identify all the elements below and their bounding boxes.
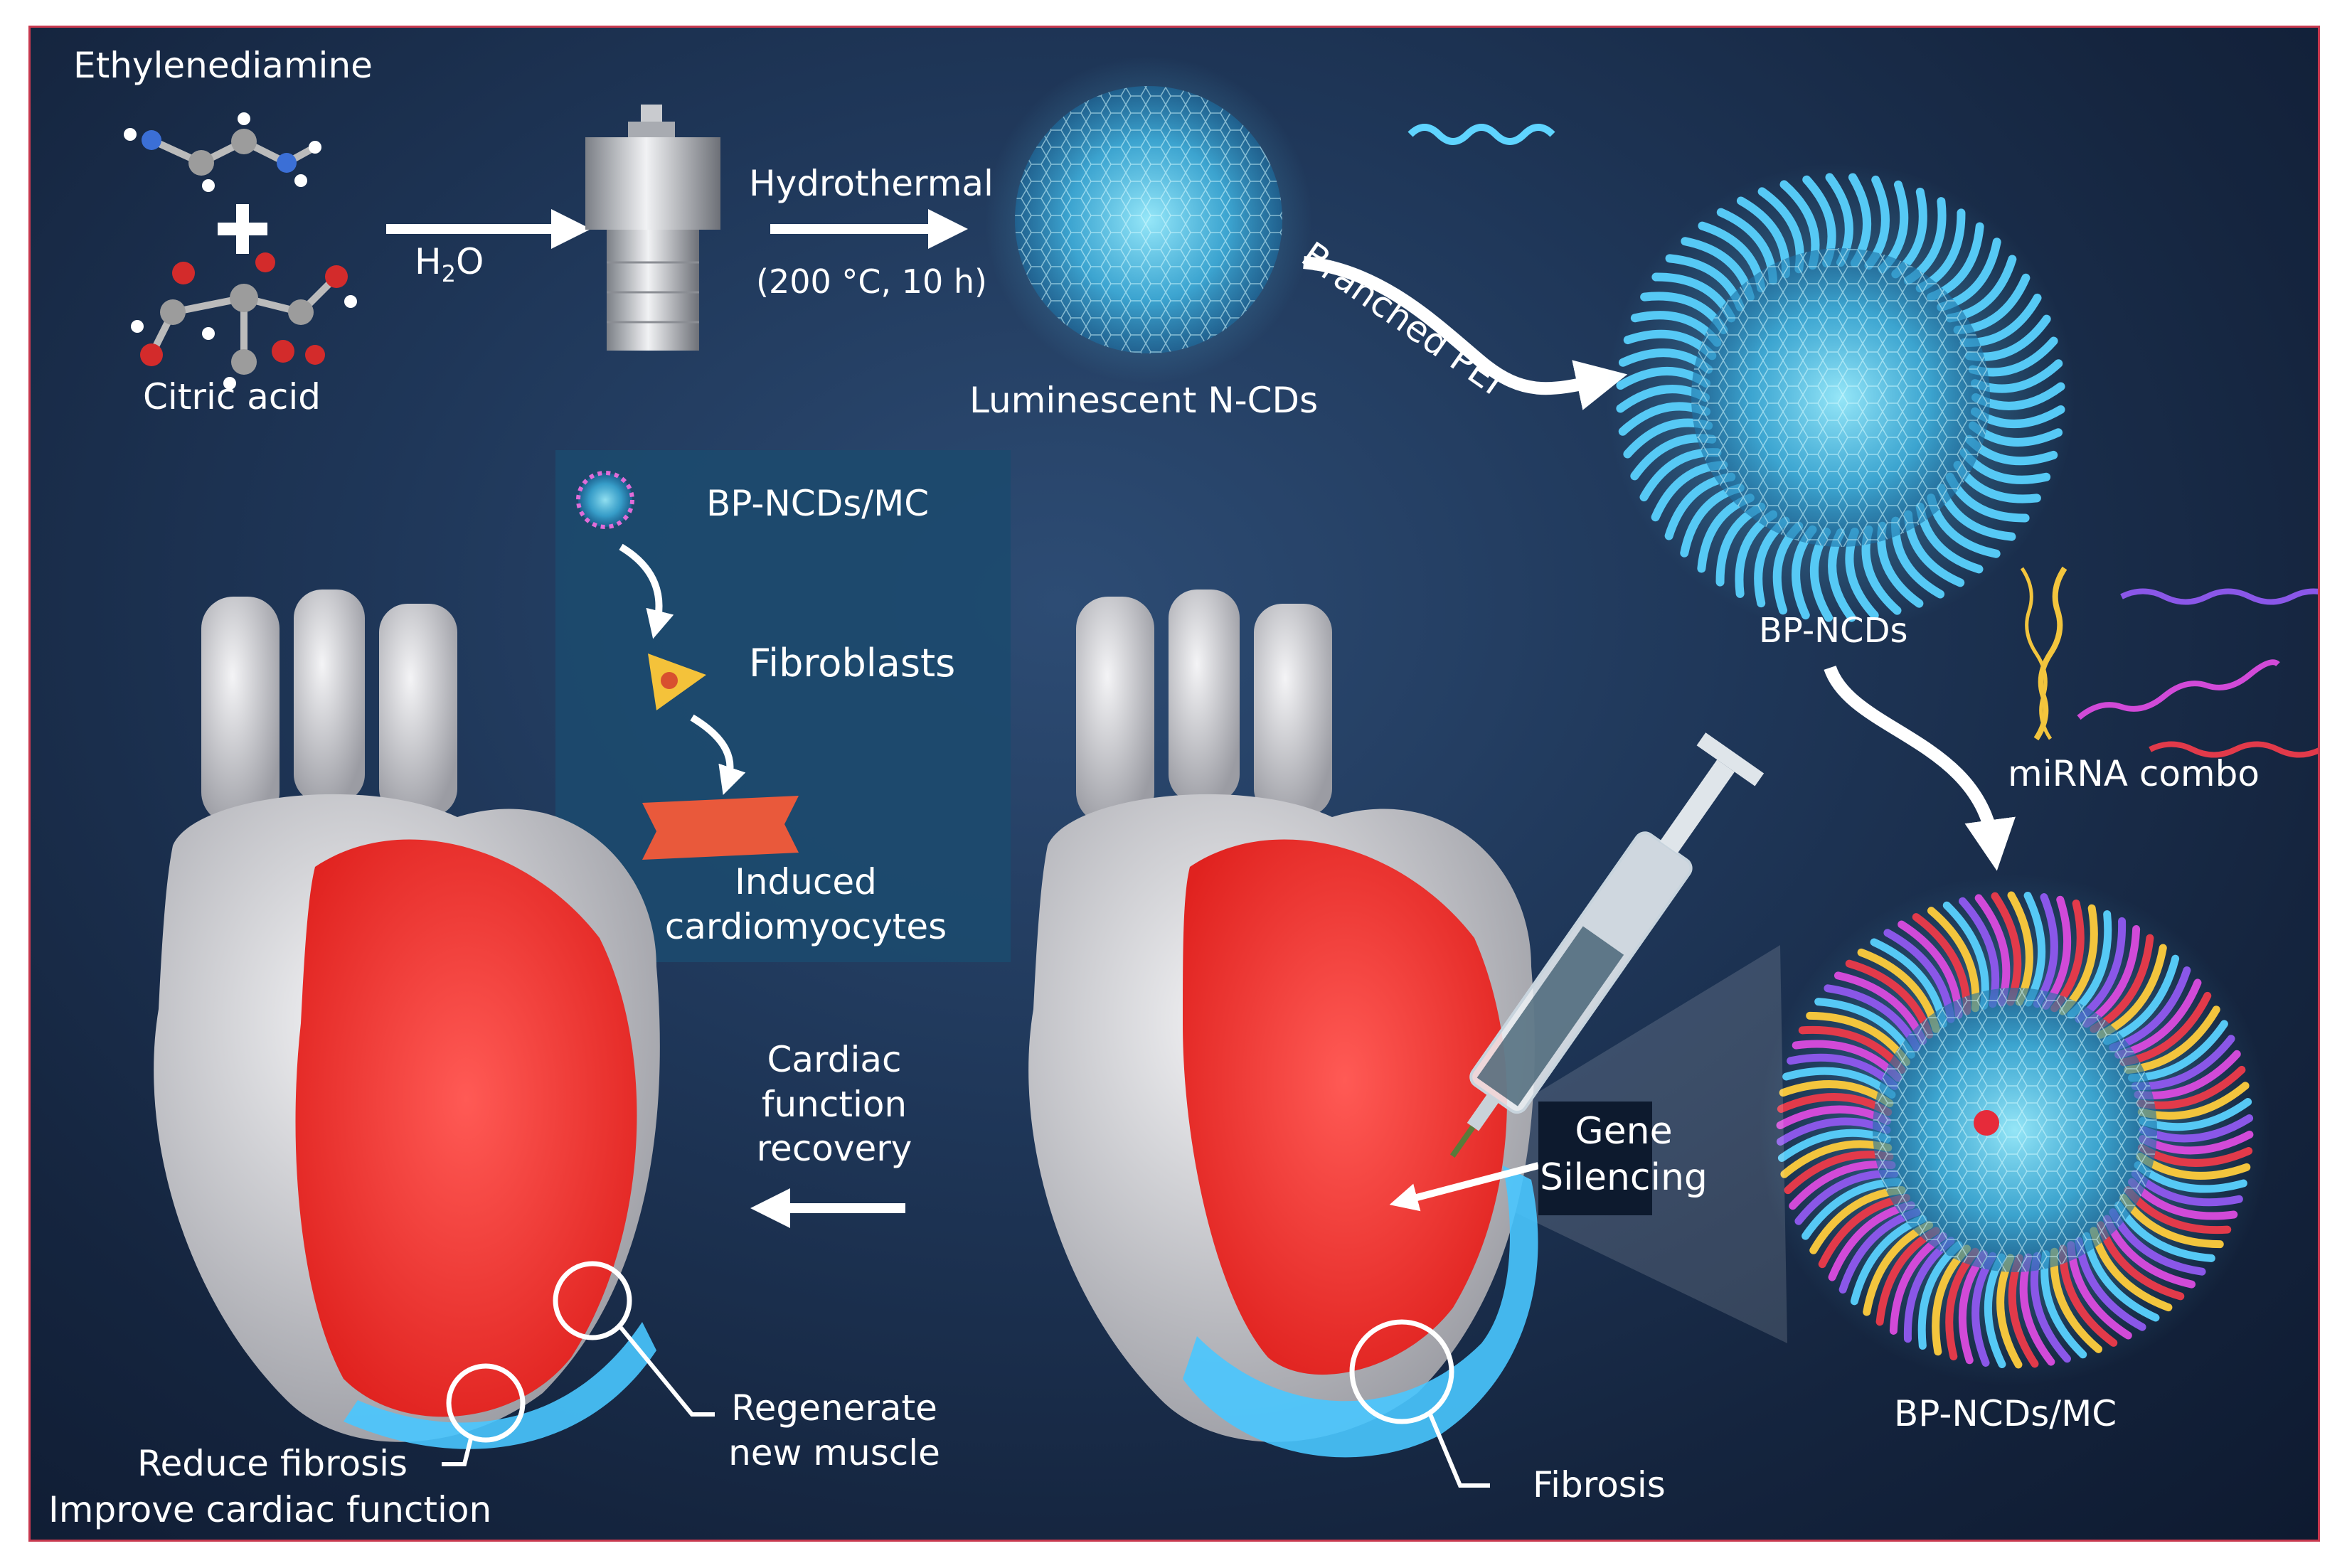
fibroblasts-label: Fibroblasts <box>749 641 956 686</box>
ethylenediamine-label: Ethylenediamine <box>73 45 373 86</box>
hydrothermal-reactor-icon <box>585 105 720 351</box>
luminescent-ncd-sphere <box>985 56 1312 383</box>
left-heart-illustration <box>154 590 715 1466</box>
gene-silencing-box <box>1538 1102 1652 1215</box>
gene-silencing-label: Gene Silencing <box>1540 1110 1708 1199</box>
ethylenediamine-molecule-icon <box>124 112 321 192</box>
h2o-label: H2O <box>415 241 484 287</box>
right-heart-illustration <box>1028 590 1538 1488</box>
citric-acid-label: Citric acid <box>143 376 321 417</box>
conditions-label: (200 °C, 10 h) <box>756 262 987 301</box>
gene-silencing-arrow <box>1389 1162 1540 1212</box>
figure-panel: Ethylenediamine Citric acid H2O Hydrothe… <box>28 26 2320 1542</box>
diagram-graphics <box>124 56 2318 1488</box>
pei-strand-icon <box>1407 124 1555 145</box>
plus-icon <box>218 204 267 254</box>
mirna-combo-label: miRNA combo <box>2008 753 2260 794</box>
inset-bp-ncds-mc-label: BP-NCDs/MC <box>706 483 930 524</box>
cardiac-recovery-label: Cardiac function recovery <box>756 1039 912 1169</box>
inset-pathway <box>576 471 799 860</box>
inset-panel <box>555 450 1011 962</box>
reduce-fibrosis-label: Reduce fibrosis <box>137 1443 408 1484</box>
fibrosis-label: Fibrosis <box>1533 1464 1666 1505</box>
luminescent-ncds-label: Luminescent N-CDs <box>969 380 1319 421</box>
bp-ncds-sphere <box>1606 163 2075 632</box>
hydrothermal-label: Hydrothermal <box>749 163 994 204</box>
arrow-to-bp-ncds-mc <box>1824 665 2016 871</box>
induced-cardiomyocytes-label: Induced cardiomyocytes <box>664 861 947 947</box>
citric-acid-molecule-icon <box>131 252 357 390</box>
bp-ncds-mc-label: BP-NCDs/MC <box>1894 1393 2117 1434</box>
bp-ncds-mc-sphere <box>1759 874 2271 1386</box>
arrow-to-bp-ncds <box>1303 256 1628 410</box>
mirna-strands-icon <box>2020 566 2318 758</box>
improve-function-label: Improve cardiac function <box>48 1489 492 1530</box>
syringe-icon <box>1449 732 1765 1158</box>
regenerate-label: Regenerate new muscle <box>728 1387 940 1473</box>
bp-ncds-label: BP-NCDs <box>1759 611 1908 651</box>
